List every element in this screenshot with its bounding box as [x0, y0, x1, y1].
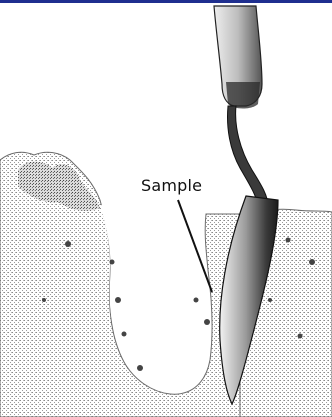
trowel-ferrule — [226, 82, 260, 109]
trowel-shank — [228, 106, 269, 206]
sample-callout-label: Sample — [141, 176, 202, 195]
top-border-bar — [0, 0, 332, 3]
